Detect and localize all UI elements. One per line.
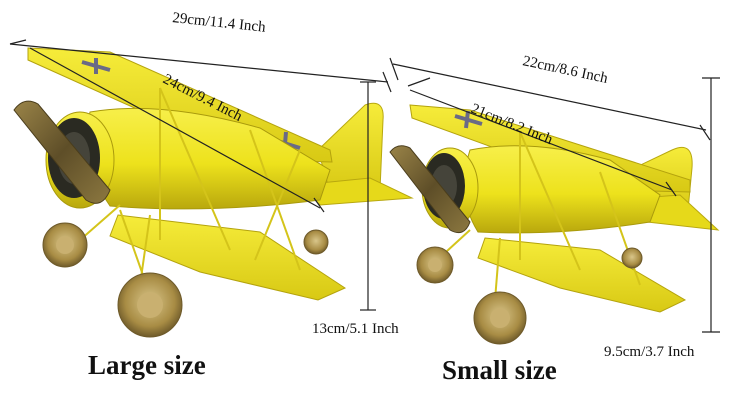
small-size-title: Small size: [442, 355, 557, 385]
large-size-title: Large size: [88, 350, 206, 380]
large-airplane: [13, 47, 414, 338]
large-height-label: 13cm/5.1 Inch: [312, 321, 399, 337]
small-width-label: 22cm/8.6 Inch: [521, 53, 610, 87]
large-width-label: 29cm/11.4 Inch: [172, 10, 267, 36]
measurement-lines: [9, 39, 720, 333]
small-height-label: 9.5cm/3.7 Inch: [604, 344, 695, 360]
small-airplane: [389, 104, 720, 345]
